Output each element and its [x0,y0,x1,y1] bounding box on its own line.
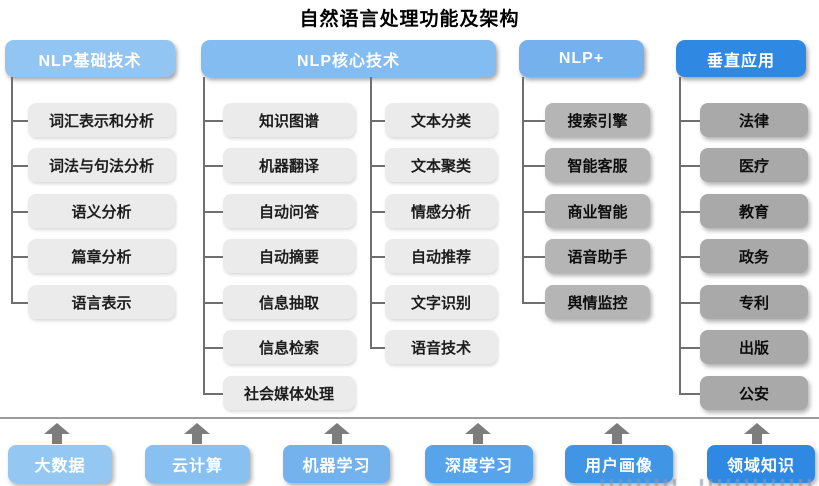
vertical-app-node: 法律 [679,103,808,137]
up-arrow-icon [44,423,70,444]
watermark [601,479,681,486]
connector-line [679,77,681,393]
connector-line [522,77,524,302]
basic-tech-node: 语义分析 [11,194,175,228]
vertical-app-node: 教育 [679,194,808,228]
core-tech-node: 语音技术 [370,330,497,364]
core-tech-node: 机器翻译 [203,148,355,182]
up-arrow-icon [744,423,770,444]
core-tech-node: 社会媒体处理 [203,376,355,410]
connector-line [203,77,205,393]
core-tech-node: 自动推荐 [370,239,497,273]
header-vertical-apps: 垂直应用 [676,40,806,77]
header-nlp-core-tech: NLP核心技术 [201,40,496,77]
basic-tech-node: 篇章分析 [11,239,175,273]
watermark [700,479,815,486]
nlp-plus-node: 商业智能 [522,194,650,228]
core-tech-node: 信息检索 [203,330,355,364]
up-arrow-icon [465,423,491,444]
core-tech-node: 情感分析 [370,194,497,228]
basic-tech-node: 语言表示 [11,285,175,319]
vertical-app-node: 政务 [679,239,808,273]
nlp-plus-node: 智能客服 [522,148,650,182]
core-tech-node: 文本分类 [370,103,497,137]
foundation-box: 云计算 [145,445,250,483]
foundation-box: 领域知识 [707,445,815,483]
vertical-app-node: 出版 [679,330,808,364]
diagram-title: 自然语言处理功能及架构 [299,9,520,30]
vertical-app-node: 公安 [679,376,808,410]
basic-tech-node: 词法与句法分析 [11,148,175,182]
core-tech-node: 信息抽取 [203,285,355,319]
foundation-box: 机器学习 [283,445,390,483]
vertical-app-node: 医疗 [679,148,808,182]
core-tech-node: 文字识别 [370,285,497,319]
nlp-plus-node: 语音助手 [522,239,650,273]
vertical-app-node: 专利 [679,285,808,319]
core-tech-node: 自动问答 [203,194,355,228]
header-nlp-plus: NLP+ [519,40,644,77]
core-tech-node: 自动摘要 [203,239,355,273]
foundation-box: 用户画像 [565,445,673,483]
basic-tech-node: 词汇表示和分析 [11,103,175,137]
nlp-plus-node: 舆情监控 [522,285,650,319]
up-arrow-icon [184,423,210,444]
foundation-box: 大数据 [8,445,112,483]
core-tech-node: 知识图谱 [203,103,355,137]
core-tech-node: 文本聚类 [370,148,497,182]
header-nlp-basic-tech: NLP基础技术 [5,40,175,77]
up-arrow-icon [324,423,350,444]
connector-line [11,77,13,302]
foundation-divider-line [0,417,819,419]
up-arrow-icon [604,423,630,444]
nlp-plus-node: 搜索引擎 [522,103,650,137]
foundation-box: 深度学习 [425,445,533,483]
